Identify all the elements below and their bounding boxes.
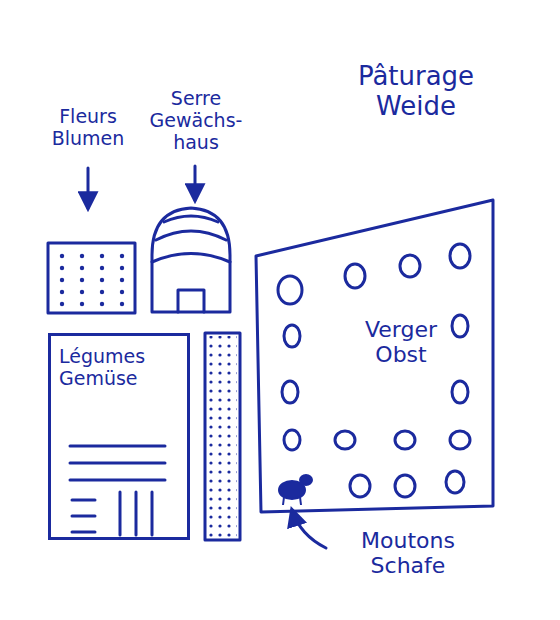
flower-dots bbox=[60, 254, 124, 306]
area-title: Légumes Gemüse bbox=[59, 346, 183, 390]
area-label: Verger Obst bbox=[346, 317, 456, 368]
callout-label: Fleurs Blumen bbox=[42, 106, 134, 150]
leader-arrow bbox=[292, 510, 326, 548]
callout-label: Moutons Schafe bbox=[328, 528, 488, 579]
greenhouse-symbol bbox=[152, 208, 230, 312]
area-title: Pâturage Weide bbox=[344, 62, 488, 122]
orchard-trees bbox=[278, 244, 470, 497]
sheep-symbol bbox=[279, 475, 312, 505]
vegetable-bed: Légumes Gemüse bbox=[48, 333, 190, 540]
flower-bed bbox=[48, 243, 135, 313]
dotted-strip bbox=[205, 333, 240, 540]
callout-label: Serre Gewächs- haus bbox=[146, 88, 246, 154]
leader-arrow bbox=[194, 166, 197, 200]
leader-arrow bbox=[87, 168, 90, 208]
vegetable-rows bbox=[70, 446, 165, 535]
pasture-area: Pâturage WeideVerger Obst bbox=[256, 62, 493, 512]
strip-texture bbox=[208, 336, 237, 537]
pasture-outline bbox=[256, 200, 493, 512]
